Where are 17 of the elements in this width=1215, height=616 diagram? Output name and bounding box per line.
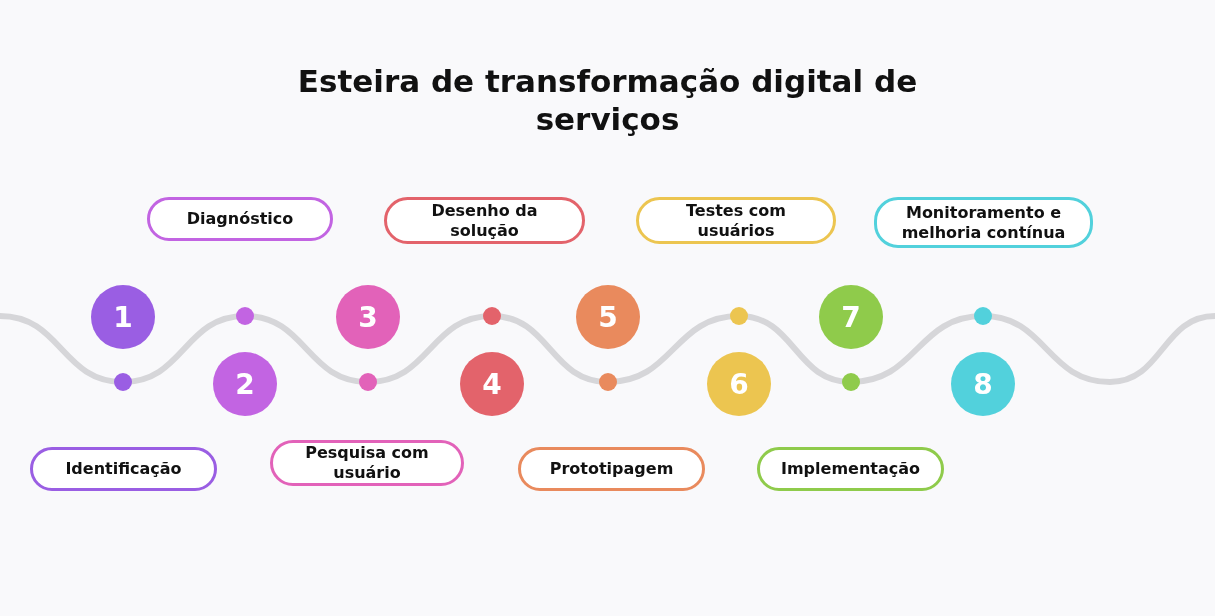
step-label: Desenho da solução <box>384 197 585 244</box>
step-number: 4 <box>460 352 524 416</box>
step-number: 8 <box>951 352 1015 416</box>
title: Esteira de transformação digital de serviços <box>296 62 919 138</box>
step-number: 1 <box>91 285 155 349</box>
step-number: 5 <box>576 285 640 349</box>
step-label: Identificação <box>30 447 217 491</box>
step-label: Pesquisa com usuário <box>270 440 464 486</box>
step-number: 3 <box>336 285 400 349</box>
step-label: Implementação <box>757 447 944 491</box>
step-label: Monitoramento e melhoria contínua <box>874 197 1093 248</box>
step-number: 7 <box>819 285 883 349</box>
step-number: 6 <box>707 352 771 416</box>
step-label: Prototipagem <box>518 447 705 491</box>
step-number: 2 <box>213 352 277 416</box>
step-label: Diagnóstico <box>147 197 333 241</box>
step-label: Testes com usuários <box>636 197 836 244</box>
